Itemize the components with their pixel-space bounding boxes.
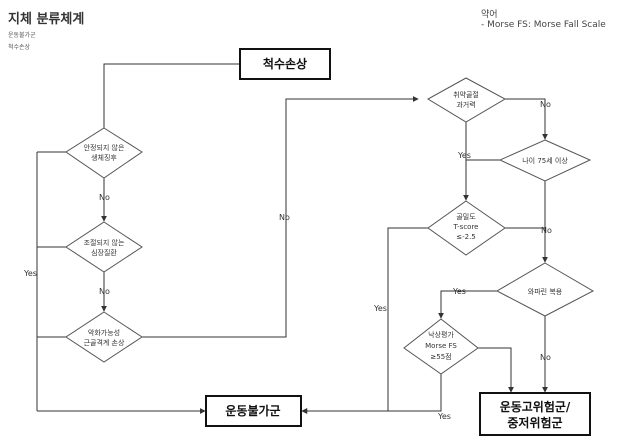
node-warfarin: 와파린 복용 bbox=[495, 262, 595, 317]
node-bmd-label-2: T-score bbox=[453, 223, 479, 231]
node-bone-density: 골밀도 T-score ≤-2.5 bbox=[427, 200, 506, 256]
node-high-label-1: 운동고위험군/ bbox=[500, 399, 571, 414]
legend-heading: 약어 bbox=[481, 10, 498, 20]
node-uncontrolled-cardiac: 조절되지 않는 심장질환 bbox=[65, 221, 143, 273]
edge-label-yes-left: Yes bbox=[23, 269, 37, 278]
edge-fall-no bbox=[478, 347, 514, 393]
edge-bmd-yes bbox=[301, 227, 428, 414]
node-high-risk-group: 운동고위험군/ 중저위험군 bbox=[479, 392, 591, 436]
node-spinal-cord-injury: 척수손상 bbox=[239, 48, 331, 80]
edge-msk-no-to-fracture bbox=[142, 96, 419, 338]
edge-label-yes-fracture: Yes bbox=[457, 151, 471, 160]
edge-fall-yes bbox=[388, 374, 442, 412]
edge-spinal-to-unstable bbox=[103, 63, 240, 128]
node-fracture-history: 취약골절 과거력 bbox=[427, 77, 507, 123]
node-immobile-label: 운동불가군 bbox=[225, 403, 280, 418]
node-unstable-label-2: 생체징후 bbox=[91, 153, 117, 162]
node-cardiac-label-1: 조절되지 않는 bbox=[84, 238, 125, 247]
node-msk-label-2: 근골격계 손상 bbox=[84, 338, 125, 347]
node-bmd-label-3: ≤-2.5 bbox=[456, 233, 476, 241]
node-high-label-2: 중저위험군 bbox=[507, 415, 562, 430]
edge-label-no-warfarin: No bbox=[540, 353, 551, 362]
node-msk-injury: 악화가능성 근골격계 손상 bbox=[65, 311, 143, 363]
node-fall-assessment: 낙상평가 Morse FS ≥55점 bbox=[403, 318, 479, 375]
node-unstable-label-1: 안정되지 않은 bbox=[84, 143, 125, 152]
subtitle-spinal: 척수손상 bbox=[8, 44, 31, 51]
node-immobile-group: 운동불가군 bbox=[205, 395, 302, 427]
edge-label-no-fracture: No bbox=[540, 100, 551, 109]
edge-label-no-msk: No bbox=[279, 213, 290, 222]
node-spinal-label: 척수손상 bbox=[263, 56, 307, 71]
page-title: 지체 분류체계 bbox=[8, 12, 85, 27]
node-unstable-vitals: 안정되지 않은 생체징후 bbox=[65, 127, 143, 179]
node-fracture-label-2: 과거력 bbox=[456, 100, 475, 109]
edge-label-no-cardiac: No bbox=[99, 287, 110, 296]
edge-label-yes-warfarin: Yes bbox=[452, 287, 466, 296]
node-bmd-label-1: 골밀도 bbox=[456, 213, 476, 221]
node-fall-label-3: ≥55점 bbox=[430, 353, 451, 361]
node-age-75: 나이 75세 이상 bbox=[498, 139, 592, 182]
edge-label-no-bmd: No bbox=[541, 226, 552, 235]
node-fall-label-1: 낙상평가 bbox=[428, 330, 454, 339]
edge-label-yes-bmd: Yes bbox=[373, 304, 387, 313]
node-fracture-label-1: 취약골절 bbox=[453, 90, 479, 99]
edge-fracture-no bbox=[505, 98, 548, 140]
node-msk-label-1: 악화가능성 bbox=[88, 328, 120, 337]
node-age-label: 나이 75세 이상 bbox=[522, 156, 568, 165]
edge-drug-yes bbox=[438, 290, 497, 319]
edge-label-yes-fall: Yes bbox=[437, 412, 451, 421]
subtitle-immobile: 운동불가군 bbox=[8, 32, 36, 39]
node-cardiac-label-2: 심장질환 bbox=[91, 248, 117, 257]
legend-morse: - Morse FS: Morse Fall Scale bbox=[481, 20, 606, 30]
edge-label-no-unstable: No bbox=[99, 193, 110, 202]
node-warfarin-label: 와파린 복용 bbox=[528, 287, 563, 296]
node-fall-label-2: Morse FS bbox=[425, 342, 457, 350]
